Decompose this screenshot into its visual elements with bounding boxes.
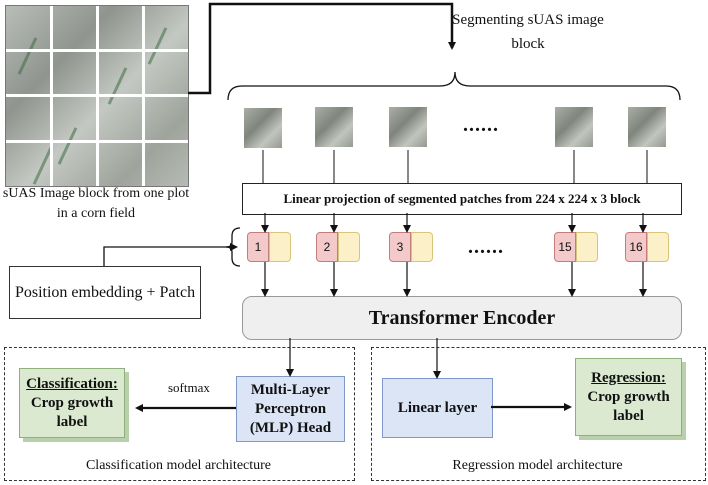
classification-title: Classification:: [26, 375, 118, 392]
regression-arch-label: Regression model architecture: [452, 458, 623, 473]
regression-container: [371, 347, 706, 481]
regression-body: Crop growth label: [587, 388, 670, 424]
token-3: 3: [389, 232, 433, 262]
segmenting-label: Segmenting sUAS image block: [452, 12, 604, 52]
position-embedding-box: Position embedding + Patch: [9, 266, 201, 319]
transformer-encoder: Transformer Encoder: [242, 296, 682, 340]
classification-arch-label: Classification model architecture: [85, 458, 272, 473]
linear-projection-box: Linear projection of segmented patches f…: [242, 183, 682, 215]
regression-title: Regression:: [591, 369, 666, 386]
mlp-head-box: Multi-Layer Perceptron (MLP) Head: [236, 376, 345, 442]
patch-16: [628, 107, 666, 147]
patch-ellipsis: ......: [463, 114, 499, 136]
patch-2: [315, 107, 353, 147]
token-ellipsis: ......: [468, 236, 504, 258]
patch-3: [389, 107, 427, 147]
token-16: 16: [625, 232, 669, 262]
token-embedding: [576, 232, 598, 262]
regression-output-box: Regression: Crop growth label: [575, 358, 682, 436]
patch-1: [244, 108, 282, 148]
token-number: 15: [554, 232, 576, 262]
token-2: 2: [316, 232, 360, 262]
tokens-brace: [225, 227, 241, 267]
linear-layer-box: Linear layer: [382, 378, 493, 438]
patch-15: [555, 107, 593, 147]
image-block-caption: sUAS Image block from one plot in a corn…: [2, 186, 190, 221]
token-number: 16: [625, 232, 647, 262]
softmax-label: softmax: [168, 380, 210, 395]
token-15: 15: [554, 232, 598, 262]
token-embedding: [269, 232, 291, 262]
classification-body: Crop growth label: [30, 394, 114, 430]
token-number: 1: [247, 232, 269, 262]
patches-brace: [227, 71, 681, 101]
position-embedding-arrow: [103, 243, 238, 266]
token-embedding: [647, 232, 669, 262]
token-1: 1: [247, 232, 291, 262]
token-number: 2: [316, 232, 338, 262]
classification-output-box: Classification: Crop growth label: [19, 368, 125, 438]
token-number: 3: [389, 232, 411, 262]
token-embedding: [338, 232, 360, 262]
token-embedding: [411, 232, 433, 262]
classification-container: [4, 347, 355, 481]
segment-arrow: [188, 2, 456, 95]
image-block-grid: [5, 5, 189, 187]
